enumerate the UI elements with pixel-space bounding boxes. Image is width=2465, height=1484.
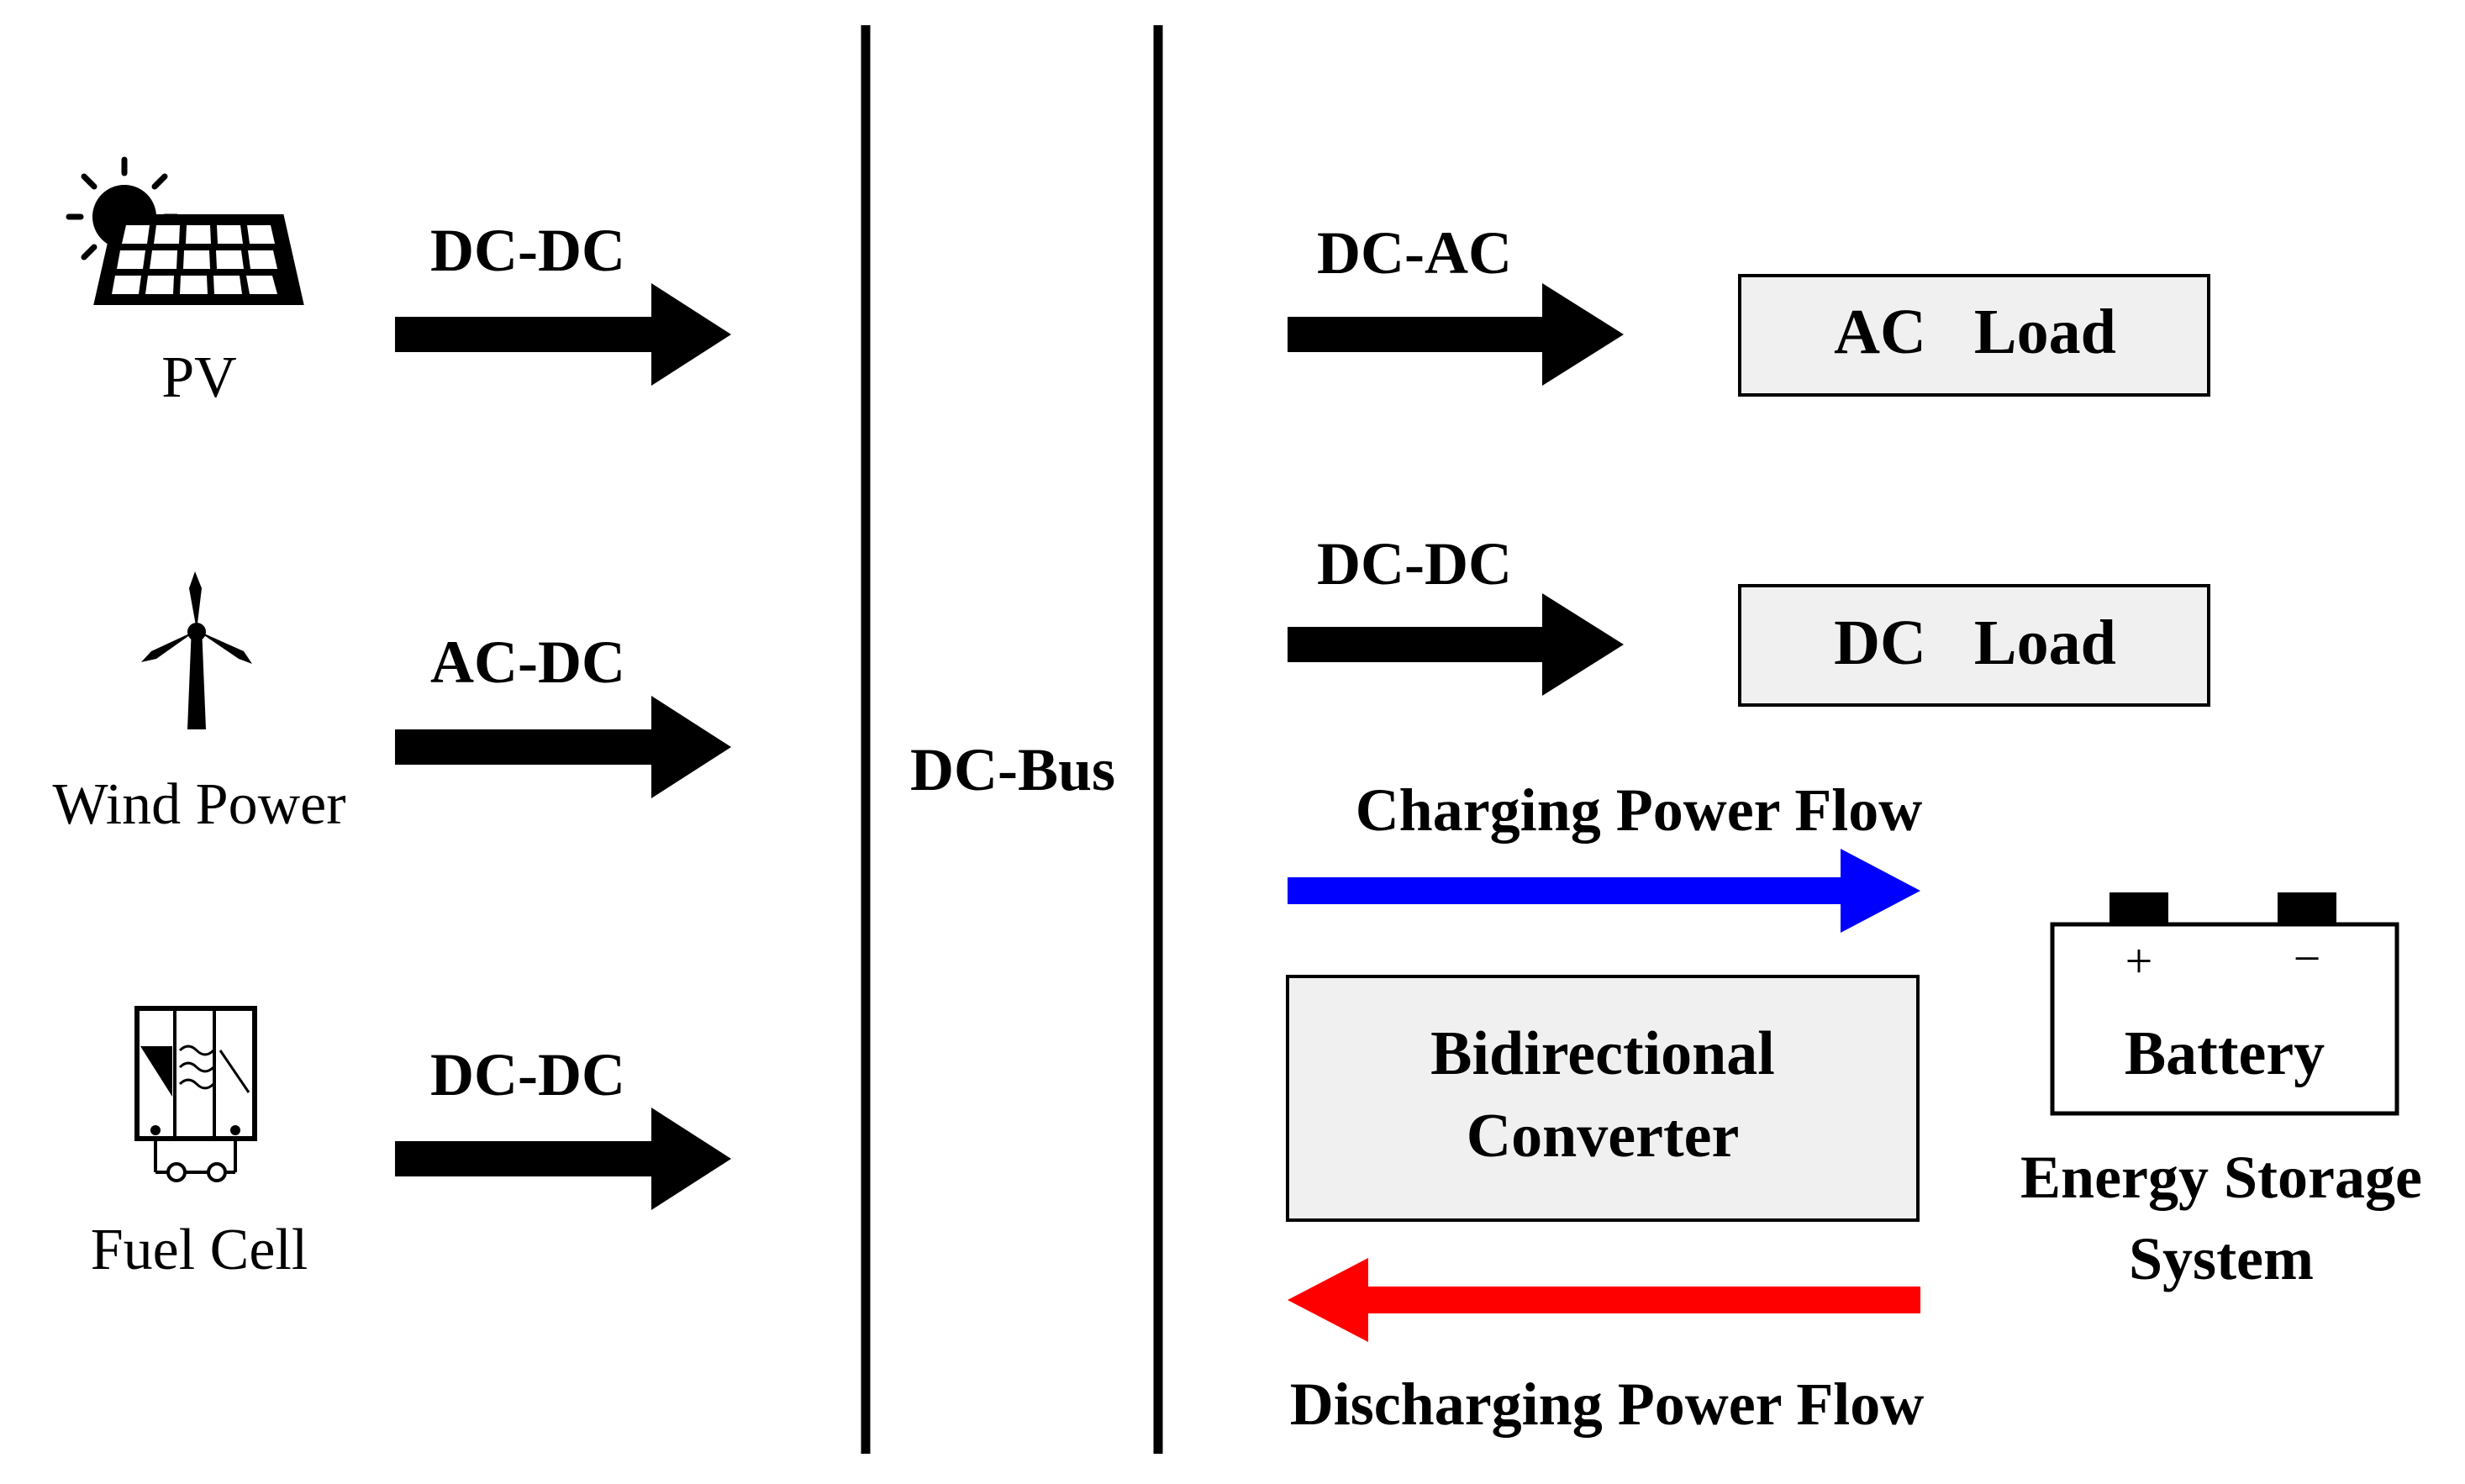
ac-load-box	[1738, 274, 2210, 397]
bidirectional-converter-line1: Bidirectional	[1430, 1019, 1775, 1088]
battery-label: Battery	[2125, 1019, 2325, 1088]
fuel-cell-converter-label: DC-DC	[430, 1041, 625, 1108]
wind-turbine-icon	[141, 571, 252, 729]
wind-power-label: Wind Power	[52, 772, 345, 837]
dc-load-label: DC Load	[1834, 608, 2116, 678]
ac-load-converter-label: DC-AC	[1317, 219, 1512, 287]
discharging-arrow[interactable]	[1288, 1258, 1920, 1342]
battery-plus-terminal: +	[2125, 934, 2153, 988]
fuel-cell-arrow	[395, 1108, 731, 1210]
dc-load-arrow	[1288, 593, 1624, 696]
discharging-flow-label: Discharging Power Flow	[1290, 1371, 1925, 1438]
charging-flow-label: Charging Power Flow	[1356, 776, 1923, 844]
ac-load-label: AC Load	[1834, 297, 2116, 367]
fuel-cell-icon	[134, 1006, 257, 1182]
wind-converter-label: AC-DC	[430, 629, 625, 696]
energy-storage-system-line2: System	[2129, 1225, 2314, 1292]
dc-bus-label: DC-Bus	[910, 736, 1115, 803]
dc-load-box	[1738, 584, 2210, 707]
wind-arrow	[395, 696, 731, 798]
solar-panel-icon	[66, 156, 304, 305]
pv-converter-label: DC-DC	[430, 217, 625, 284]
pv-label: PV	[161, 345, 236, 410]
fuel-cell-label: Fuel Cell	[91, 1218, 308, 1282]
energy-storage-system-line1: Energy Storage	[2020, 1144, 2422, 1211]
ac-load-arrow	[1288, 283, 1624, 386]
battery-icon	[2050, 892, 2399, 1116]
battery-minus-terminal: −	[2294, 931, 2321, 986]
pv-arrow	[395, 283, 731, 386]
bidirectional-converter-box	[1286, 975, 1920, 1222]
charging-arrow[interactable]	[1288, 849, 1920, 933]
bidirectional-converter-line2: Converter	[1467, 1102, 1740, 1171]
dc-load-converter-label: DC-DC	[1317, 530, 1512, 597]
